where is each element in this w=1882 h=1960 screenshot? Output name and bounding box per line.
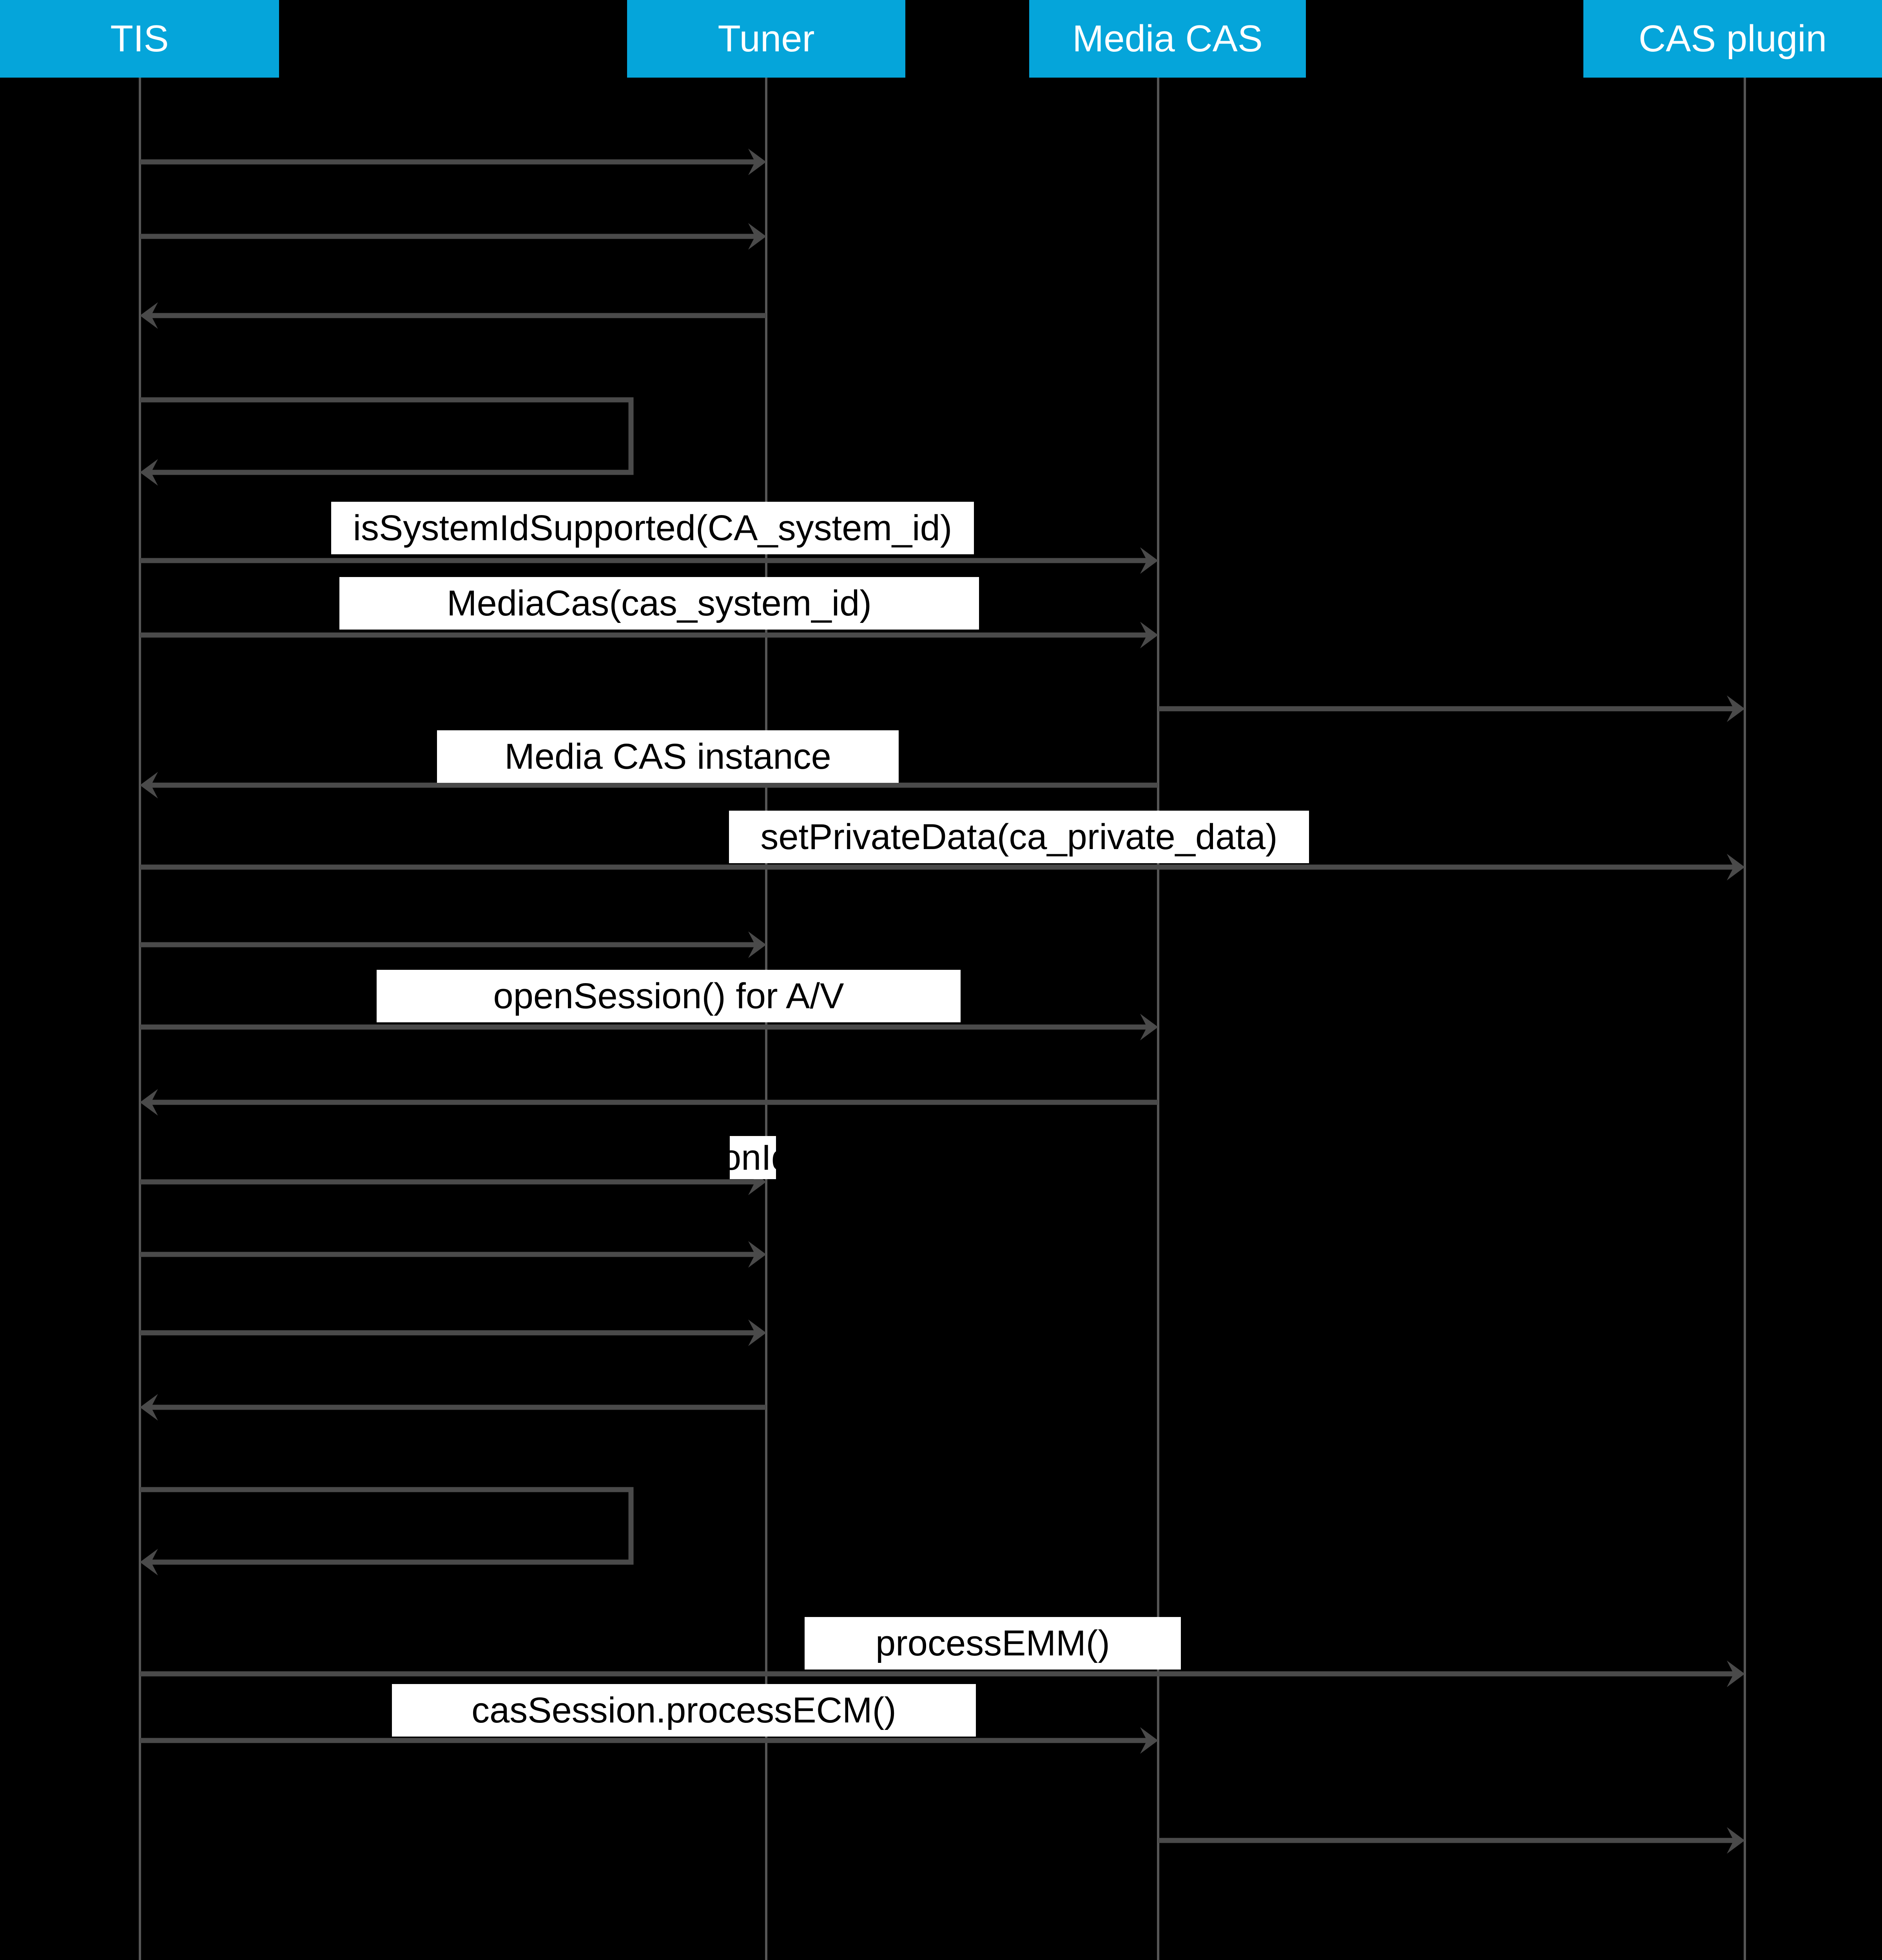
actor-header-tis-top[interactable]: TIS — [0, 0, 279, 78]
arrow-head — [140, 772, 158, 799]
message-15[interactable] — [140, 1319, 766, 1346]
message-6[interactable] — [140, 622, 1158, 648]
message-label-text: casSession.processECM() — [471, 1690, 896, 1730]
arrow-head — [748, 1319, 766, 1346]
actor-header-casplugin-top[interactable]: CAS plugin — [1583, 0, 1882, 78]
message-11[interactable] — [140, 1014, 1158, 1040]
message-label-text: processEMM() — [875, 1623, 1110, 1663]
message-20[interactable] — [1158, 1827, 1745, 1854]
arrow-head — [140, 1394, 158, 1421]
arrow-head — [1727, 1661, 1745, 1687]
message-13[interactable] — [140, 1169, 766, 1195]
message-label-text: MediaCas(cas_system_id) — [447, 583, 872, 623]
self-message-path — [140, 1487, 634, 1565]
actor-header-label: TIS — [110, 18, 169, 60]
arrow-head — [140, 1089, 158, 1116]
lifelines-group — [139, 78, 1746, 1960]
arrow-head — [1140, 547, 1158, 574]
message-label-18: processEMM() — [805, 1617, 1181, 1670]
arrow-head — [1140, 1014, 1158, 1040]
actor-header-mediacas-top[interactable]: Media CAS — [1029, 0, 1306, 78]
arrow-head — [748, 223, 766, 250]
message-3[interactable] — [140, 302, 766, 329]
message-label-19: casSession.processECM() — [392, 1684, 976, 1737]
message-4[interactable] — [140, 397, 634, 486]
arrow-head — [1727, 854, 1745, 880]
message-label-11: openSession() for A/V — [377, 970, 961, 1022]
message-19[interactable] — [140, 1727, 1158, 1754]
arrow-head — [140, 302, 158, 329]
arrow-head — [748, 1241, 766, 1268]
message-label-9: setPrivateData(ca_private_data) — [729, 811, 1309, 863]
message-17[interactable] — [140, 1487, 634, 1575]
actor-header-tuner-top[interactable]: Tuner — [627, 0, 905, 78]
message-14[interactable] — [140, 1241, 766, 1268]
message-10[interactable] — [140, 931, 766, 958]
message-1[interactable] — [140, 149, 766, 175]
message-18[interactable] — [140, 1661, 1745, 1687]
actor-header-label: CAS plugin — [1638, 18, 1827, 60]
messages-group — [140, 149, 1745, 1854]
message-label-text: onId — [730, 1138, 776, 1178]
message-16[interactable] — [140, 1394, 766, 1421]
message-label-text: setPrivateData(ca_private_data) — [760, 817, 1278, 857]
message-label-5: isSystemIdSupported(CA_system_id) — [331, 502, 974, 554]
actor-header-label: Media CAS — [1072, 18, 1263, 60]
message-12[interactable] — [140, 1089, 1158, 1116]
message-9[interactable] — [140, 854, 1745, 880]
message-5[interactable] — [140, 547, 1158, 574]
message-label-6: MediaCas(cas_system_id) — [339, 577, 979, 630]
message-7[interactable] — [1158, 695, 1745, 722]
message-label-text: Media CAS instance — [504, 737, 831, 777]
message-label-13: onId — [730, 1136, 776, 1179]
message-label-text: isSystemIdSupported(CA_system_id) — [353, 508, 952, 548]
arrow-head — [1140, 1727, 1158, 1754]
arrow-head — [140, 1549, 158, 1575]
message-label-8: Media CAS instance — [437, 730, 899, 783]
arrow-head — [140, 459, 158, 486]
arrow-head — [1727, 1827, 1745, 1854]
arrow-head — [748, 149, 766, 175]
actor-header-label: Tuner — [718, 18, 815, 60]
message-8[interactable] — [140, 772, 1158, 799]
message-2[interactable] — [140, 223, 766, 250]
arrow-head — [748, 931, 766, 958]
arrow-head — [1140, 622, 1158, 648]
self-message-path — [140, 397, 634, 475]
arrow-head — [1727, 695, 1745, 722]
message-label-text: openSession() for A/V — [493, 976, 844, 1016]
